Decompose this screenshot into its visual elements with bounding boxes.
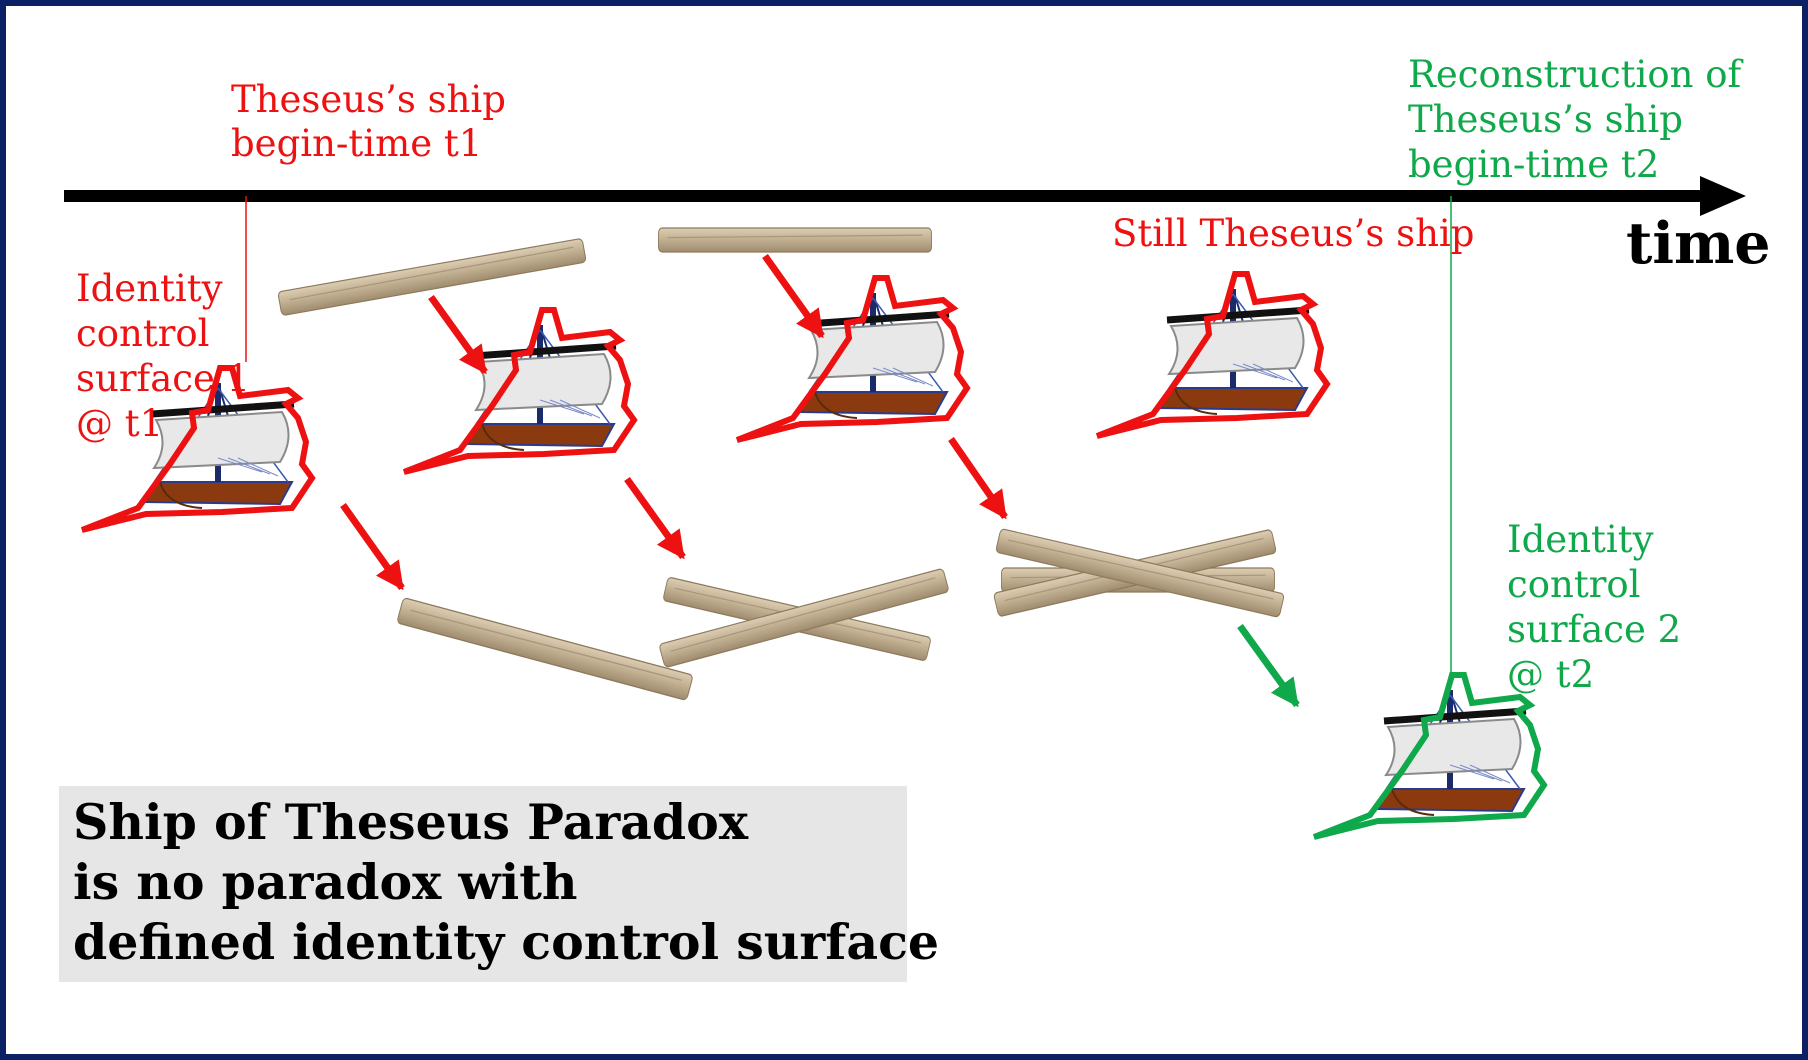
still-ship-label: Still Theseus’s ship [1112,212,1475,255]
reconstruction-label: Reconstruction of Theseus’s ship begin-t… [1408,53,1742,186]
theseus-ship-stage-3 [737,278,967,440]
ship-begin-time-label: Theseus’s ship begin-time t1 [231,78,506,166]
plank-in-arrow-1 [428,294,488,375]
plank-out-arrow-3 [948,437,1008,520]
reconstruction-arrow [1237,623,1300,708]
title-box [59,786,907,982]
plank-top-2 [657,227,933,253]
theseus-ship-stage-4 [1097,274,1327,436]
identity-surface-1-label: Identity control surface 1 @ t1 [76,267,251,445]
time-axis-label: time [1626,210,1771,277]
theseus-ship-stage-2 [404,310,634,472]
plank-in-arrow-2 [762,253,825,339]
reconstructed-ship-t2 [1314,675,1544,837]
plank-bottom-1 [396,596,694,702]
plank-out-arrow-1 [340,502,405,591]
time-axis-arrow [64,176,1746,216]
plank-out-arrow-2 [624,476,686,560]
identity-surface-2-label: Identity control surface 2 @ t2 [1507,518,1682,696]
diagram-title: Ship of Theseus Paradox is no paradox wi… [73,793,940,971]
